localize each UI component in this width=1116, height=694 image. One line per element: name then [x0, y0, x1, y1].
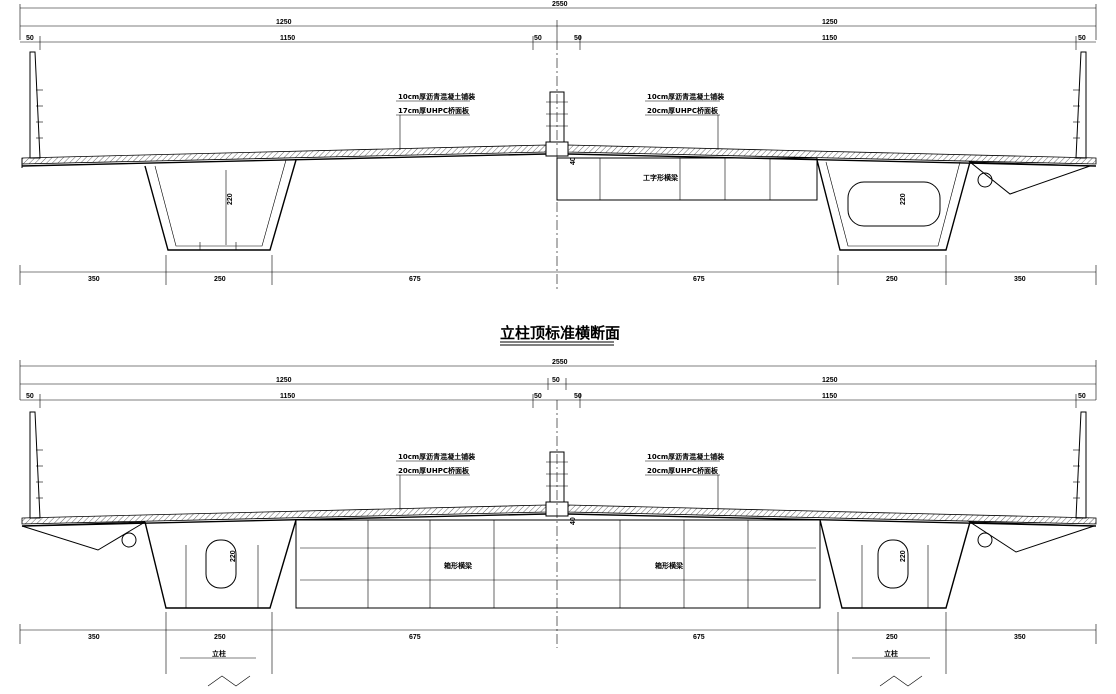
section-2-notes-right: 10cm厚沥青混凝土铺装 20cm厚UHPC桥面板: [645, 452, 724, 510]
section-1-notes-left: 10cm厚沥青混凝土铺装 17cm厚UHPC桥面板: [396, 92, 475, 150]
piers: 立柱 立柱: [180, 649, 930, 687]
dim2-bottom-2: 250: [214, 634, 226, 641]
dim2-total: 2550: [552, 359, 568, 366]
girder-height-right: 220: [900, 193, 907, 205]
girder2-height-right: 220: [900, 550, 907, 562]
dim-median-left: 50: [534, 35, 542, 42]
note-right-1: 10cm厚沥青混凝土铺装: [647, 92, 724, 101]
right-barrier: [1073, 51, 1087, 159]
dim-bottom-5: 250: [886, 276, 898, 283]
dim-bottom-2: 250: [214, 276, 226, 283]
dim2-half-left: 1250: [276, 377, 292, 384]
beam2-label-left: 箱形横梁: [444, 561, 473, 570]
section-2-deck: [21, 504, 1097, 527]
pier-label-right: 立柱: [884, 649, 898, 658]
right-barrier-2: [1073, 411, 1087, 519]
dim2-half-right: 1250: [822, 377, 838, 384]
dim2-edge-left: 50: [26, 393, 34, 400]
section-1-notes-right: 10cm厚沥青混凝土铺装 20cm厚UHPC桥面板: [645, 92, 724, 150]
left-barrier: [29, 51, 43, 159]
section-2-top-dimensions: 2550 1250 50 1250 50 1150 50 50 1150 50: [19, 359, 1097, 408]
dim2-bottom-6: 350: [1014, 634, 1026, 641]
section-1-right-girder: 工字形横梁 220: [556, 157, 1091, 251]
pier-label-left: 立柱: [212, 649, 226, 658]
dim-span-left: 1150: [280, 35, 295, 42]
beam2-label-right: 箱形横梁: [655, 561, 684, 570]
note-right-2: 20cm厚UHPC桥面板: [647, 106, 719, 115]
dim2-median-left: 50: [534, 393, 542, 400]
section-title: 立柱顶标准横断面: [500, 324, 620, 342]
dim2-median-right: 50: [574, 393, 582, 400]
girder2-height-left: 220: [230, 550, 237, 562]
section-1-bottom-dimensions: 350 250 675 675 250 350: [19, 255, 1097, 285]
section-1: 2550 1250 1250 50 1150 50 50 1150 50: [19, 1, 1097, 290]
section-1-right-deck: [567, 144, 1097, 167]
dim-median-right: 50: [574, 35, 582, 42]
section-1-top-dimensions: 2550 1250 1250 50 1150 50 50 1150 50: [19, 1, 1097, 50]
dim-total: 2550: [552, 1, 568, 8]
section-2-bottom-dimensions: 350 250 675 675 250 350: [19, 612, 1097, 674]
dim2-center: 50: [552, 377, 560, 384]
crossfall-label: 40: [570, 157, 577, 165]
section-2-girder: 220 箱形横梁 箱形横梁 220: [21, 519, 1095, 609]
dim-bottom-3: 675: [409, 276, 421, 283]
dim2-span-right: 1150: [822, 393, 837, 400]
dim2-edge-right: 50: [1078, 393, 1086, 400]
dim2-bottom-5: 250: [886, 634, 898, 641]
dim-half-right: 1250: [822, 19, 838, 26]
dim2-span-left: 1150: [280, 393, 295, 400]
note2-left-2: 20cm厚UHPC桥面板: [398, 466, 470, 475]
girder-height-left: 220: [227, 193, 234, 205]
dim-half-left: 1250: [276, 19, 292, 26]
dim-edge-left: 50: [26, 35, 34, 42]
dim-bottom-6: 350: [1014, 276, 1026, 283]
dim-edge-right: 50: [1078, 35, 1086, 42]
section-2: 2550 1250 50 1250 50 1150 50 50 1150 50: [19, 359, 1097, 687]
note-left-2: 17cm厚UHPC桥面板: [398, 106, 470, 115]
left-barrier-2: [29, 411, 43, 519]
dim2-bottom-1: 350: [88, 634, 100, 641]
note2-left-1: 10cm厚沥青混凝土铺装: [398, 452, 475, 461]
dim2-bottom-3: 675: [409, 634, 421, 641]
section-1-left-deck: [21, 144, 547, 168]
beam-label: 工字形横梁: [643, 173, 679, 182]
dim-bottom-4: 675: [693, 276, 705, 283]
note2-right-2: 20cm厚UHPC桥面板: [647, 466, 719, 475]
dim-bottom-1: 350: [88, 276, 100, 283]
section-2-notes-left: 10cm厚沥青混凝土铺装 20cm厚UHPC桥面板: [396, 452, 475, 510]
section-1-left-girder: 220: [144, 159, 297, 251]
dim2-bottom-4: 675: [693, 634, 705, 641]
note-left-1: 10cm厚沥青混凝土铺装: [398, 92, 475, 101]
dim-span-right: 1150: [822, 35, 837, 42]
note2-right-1: 10cm厚沥青混凝土铺装: [647, 452, 724, 461]
crossfall-label-2: 40: [570, 517, 577, 525]
